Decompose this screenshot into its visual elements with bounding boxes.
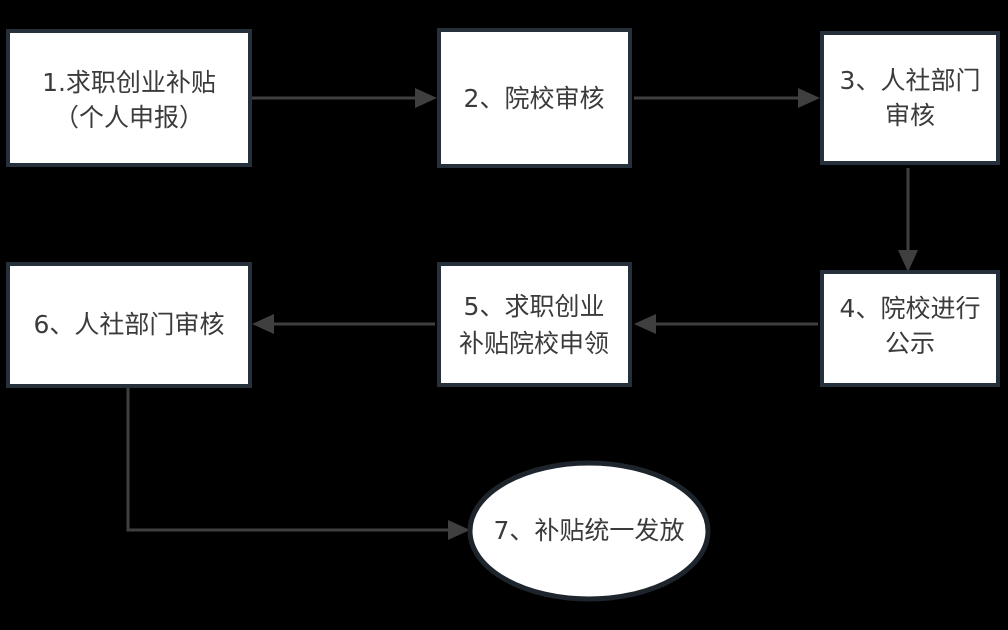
node-step7-label-line1: 7、补贴统一发放 xyxy=(494,516,685,545)
node-step6-box[interactable] xyxy=(6,262,252,388)
node-step5-label-line1: 5、求职创业 xyxy=(464,292,605,321)
connector-step2-to-step3 xyxy=(634,88,820,108)
node-step7-ellipse[interactable] xyxy=(467,460,711,602)
node-step6-label-line1: 6、人社部门审核 xyxy=(34,310,225,339)
arrowhead-5 xyxy=(252,314,274,334)
connector-step5-to-step6 xyxy=(252,314,435,334)
connector-step3-to-step4 xyxy=(898,168,918,272)
arrowhead-3 xyxy=(898,250,918,272)
node-step5-box[interactable] xyxy=(437,262,632,387)
node-step5[interactable]: 5、求职创业 补贴院校申领 xyxy=(437,262,632,387)
node-step4-box[interactable] xyxy=(820,270,1000,387)
node-step7[interactable]: 7、补贴统一发放 xyxy=(467,460,711,602)
connector-step4-to-step5 xyxy=(634,314,818,334)
node-step1-label-line2: （个人申报） xyxy=(54,103,204,132)
connector-step6-to-step7 xyxy=(126,388,470,540)
node-step4-label-line1: 4、院校进行 xyxy=(840,294,981,323)
node-step2[interactable]: 2、院校审核 xyxy=(437,28,632,168)
node-step4-label-line2: 公示 xyxy=(885,329,935,358)
node-step1[interactable]: 1.求职创业补贴 （个人申报） xyxy=(6,29,252,167)
node-step2-box[interactable] xyxy=(437,28,632,168)
connector-line-6 xyxy=(126,388,456,532)
arrowhead-1 xyxy=(415,88,437,108)
node-step5-label-line2: 补贴院校申领 xyxy=(459,329,609,358)
node-step3-box[interactable] xyxy=(820,31,1000,165)
node-step3[interactable]: 3、人社部门 审核 xyxy=(820,31,1000,165)
arrowhead-2 xyxy=(798,88,820,108)
node-step2-label-line1: 2、院校审核 xyxy=(464,84,605,113)
connector-step1-to-step2 xyxy=(252,88,437,108)
node-step3-label-line1: 3、人社部门 xyxy=(840,66,981,95)
node-step1-box[interactable] xyxy=(6,29,252,167)
node-step3-label-line2: 审核 xyxy=(885,101,935,130)
arrowhead-6 xyxy=(448,520,470,540)
node-step6[interactable]: 6、人社部门审核 xyxy=(6,262,252,388)
arrowhead-4 xyxy=(634,314,656,334)
node-step1-label-line1: 1.求职创业补贴 xyxy=(42,68,216,97)
node-step4[interactable]: 4、院校进行 公示 xyxy=(820,270,1000,387)
